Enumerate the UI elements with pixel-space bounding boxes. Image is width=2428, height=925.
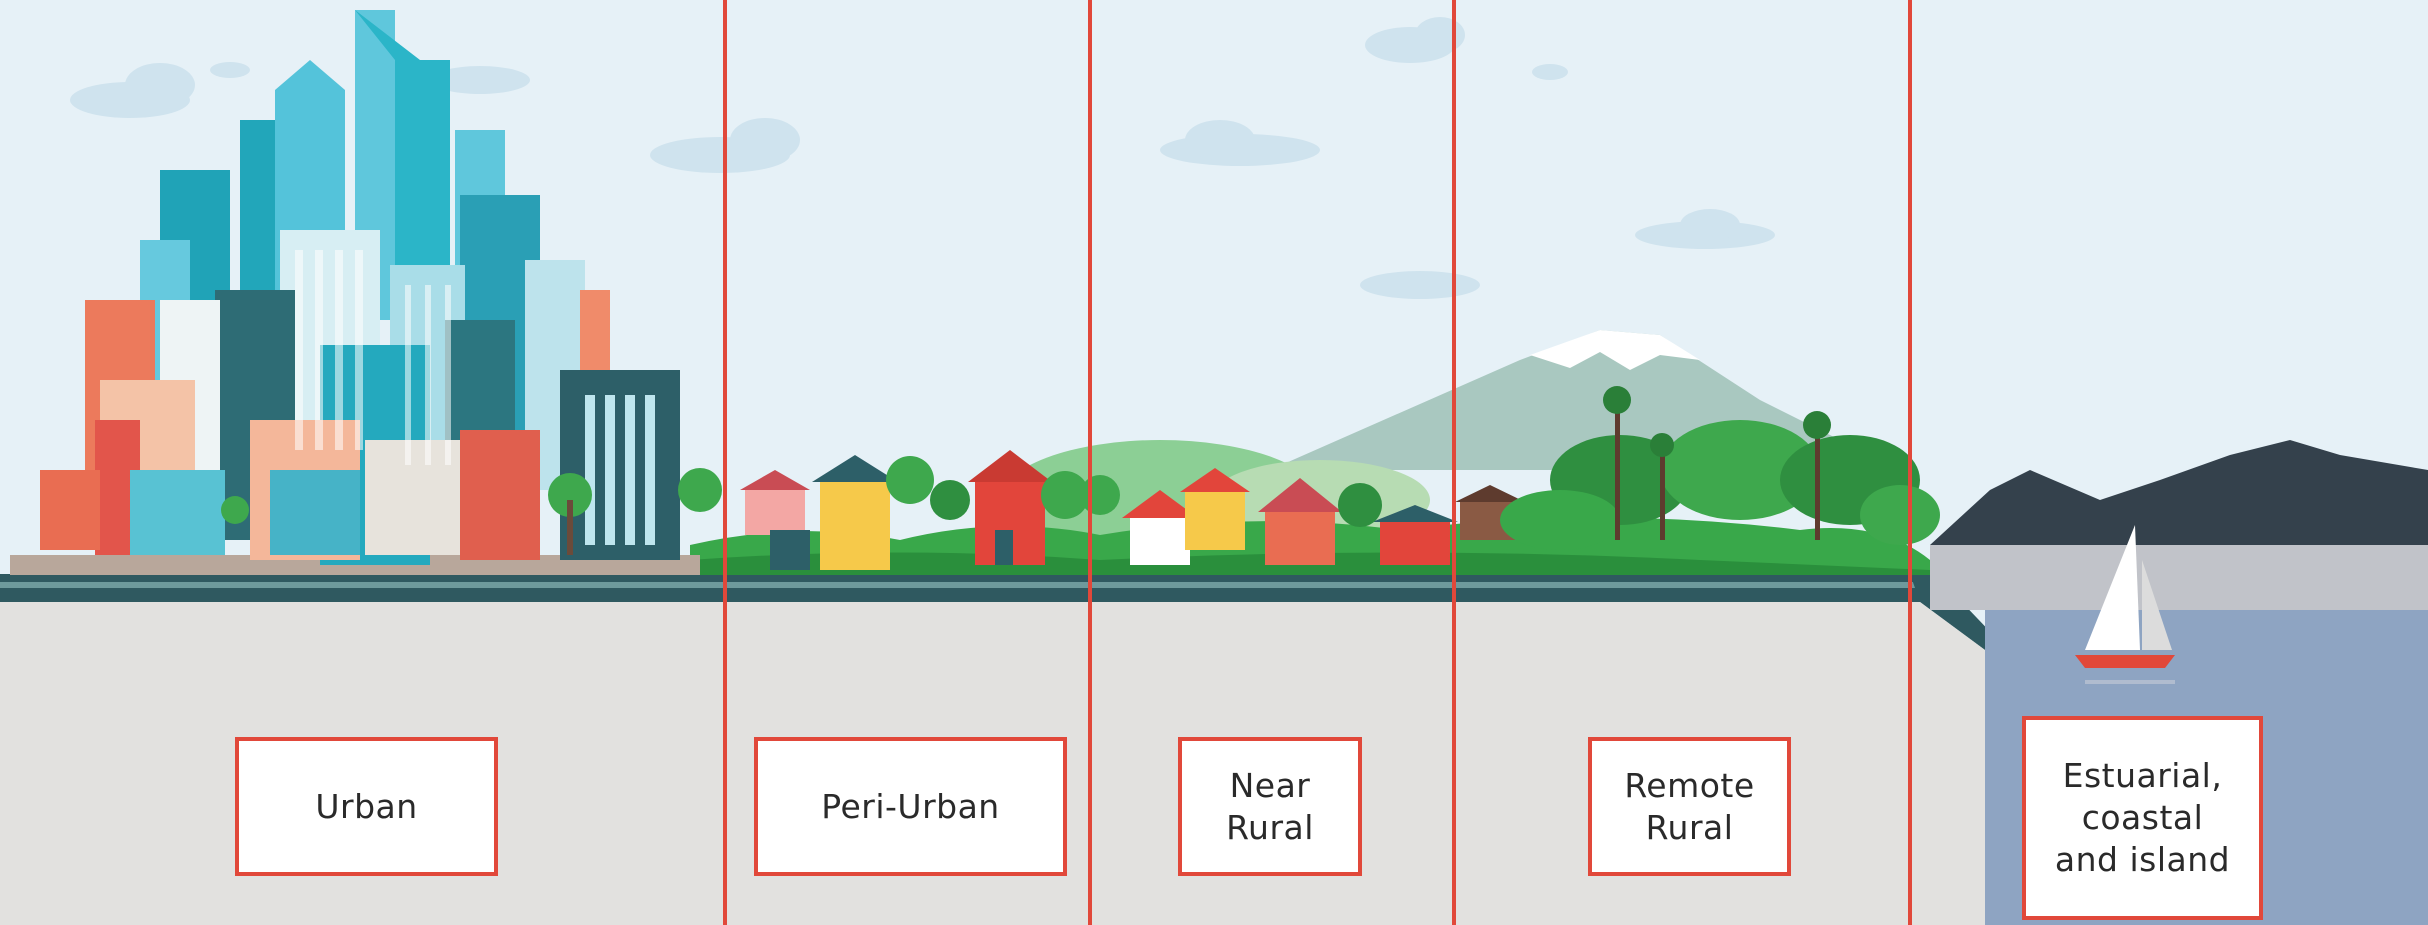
zone-label-remote-rural: Remote Rural (1588, 737, 1791, 876)
zone-label-peri-urban: Peri-Urban (754, 737, 1067, 876)
forest (1455, 386, 1940, 550)
zone-label-text: Remote Rural (1624, 765, 1755, 847)
zone-divider (723, 0, 727, 925)
zone-label-text: Estuarial, coastal and island (2054, 756, 2231, 879)
zone-divider (1088, 0, 1092, 925)
zone-label-urban: Urban (235, 737, 498, 876)
zone-divider (1452, 0, 1456, 925)
zone-label-text: Near Rural (1226, 765, 1314, 847)
zone-divider (1908, 0, 1912, 925)
coastal-mountains (1930, 440, 2428, 545)
zone-label-estuarial: Estuarial, coastal and island (2022, 716, 2263, 920)
clouds (70, 17, 1775, 299)
zone-label-text: Peri-Urban (821, 786, 1000, 826)
sailboat-icon (2075, 525, 2175, 684)
water-surface (1930, 545, 2428, 610)
near-rural-houses (1080, 468, 1458, 565)
city-skyline (10, 10, 700, 575)
snow-cap (1530, 330, 1700, 370)
zone-label-text: Urban (315, 786, 418, 826)
zone-label-near-rural: Near Rural (1178, 737, 1362, 876)
peri-urban-houses (678, 450, 1089, 570)
